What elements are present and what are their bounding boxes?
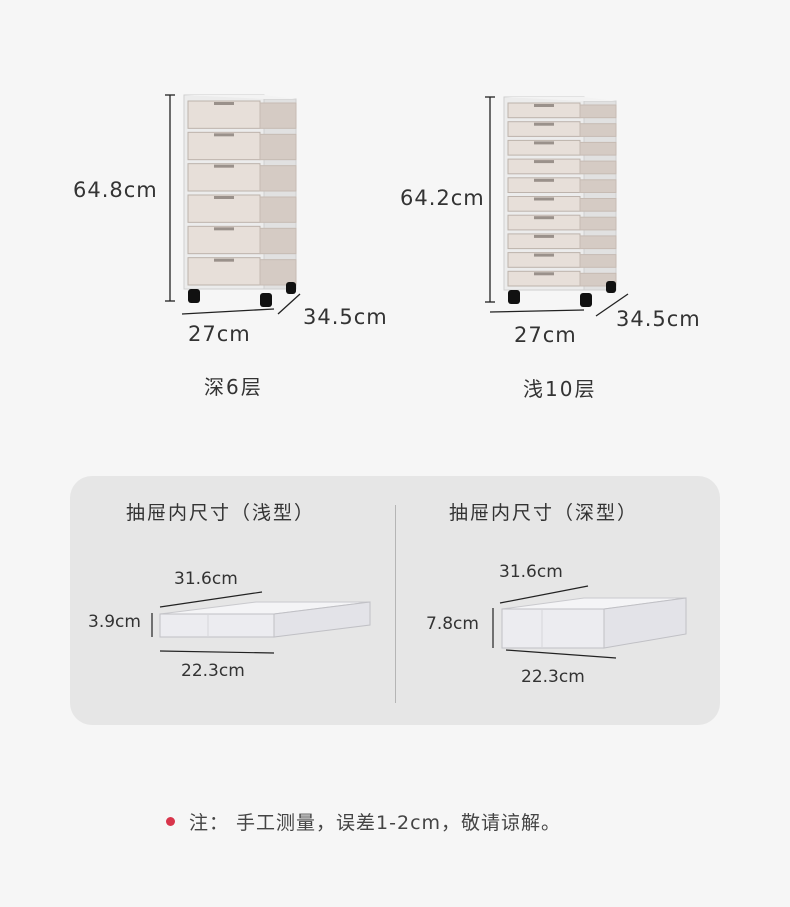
width-label: 22.3cm	[521, 667, 585, 687]
width-label: 27cm	[514, 323, 577, 347]
drawer-handle	[214, 133, 234, 137]
wheel-icon	[606, 281, 616, 293]
width-label: 22.3cm	[181, 661, 245, 681]
drawer	[187, 100, 261, 129]
drawer-handle	[214, 258, 234, 262]
cabinet-10-illustration	[485, 96, 629, 317]
height-label: 64.8cm	[73, 178, 158, 202]
product-caption: 深6层	[204, 375, 263, 399]
drawer-side	[259, 227, 297, 255]
wheel-icon	[260, 293, 272, 307]
drawer	[187, 163, 261, 192]
drawer-handle	[534, 122, 554, 126]
drawer-handle	[214, 102, 234, 105]
drawer-side	[579, 123, 617, 137]
length-label: 31.6cm	[499, 562, 563, 582]
drawer-side	[259, 133, 297, 161]
drawer-side	[579, 104, 617, 119]
shallow-drawer-title: 抽屉内尺寸（浅型）	[126, 502, 316, 524]
drawer-handle	[534, 234, 554, 238]
drawer-handle	[534, 178, 554, 182]
drawer-side	[579, 160, 617, 175]
drawer-handle	[214, 196, 234, 199]
drawer-side	[579, 141, 617, 156]
wheel-icon	[580, 293, 592, 307]
drawer-side	[579, 179, 617, 194]
height-label: 64.2cm	[400, 186, 485, 210]
drawer-handle	[534, 141, 554, 145]
drawer	[187, 257, 261, 286]
wheel-icon	[188, 289, 200, 303]
drawer-handle	[534, 253, 554, 257]
shallow-drawer-illustration	[151, 591, 371, 654]
deep-drawer-title: 抽屉内尺寸（深型）	[449, 502, 639, 524]
drawer-handle	[534, 197, 554, 201]
red-dot-icon	[166, 817, 175, 826]
wheel-icon	[286, 282, 296, 294]
wheel-icon	[508, 290, 520, 304]
panel-divider	[395, 505, 396, 703]
drawer	[187, 131, 261, 161]
drawer-handle	[534, 272, 554, 276]
depth-label: 34.5cm	[303, 305, 388, 329]
deep-drawer-illustration	[492, 585, 687, 659]
drawer-handle	[534, 216, 554, 220]
drawer-side	[579, 216, 617, 231]
drawer-side	[579, 254, 617, 268]
drawer-handle	[214, 227, 234, 231]
drawer-side	[259, 102, 297, 129]
drawer-side	[579, 198, 617, 212]
drawer-side	[579, 235, 617, 250]
product-caption: 浅10层	[523, 377, 597, 401]
height-label: 3.9cm	[88, 612, 141, 632]
drawer-side	[259, 196, 297, 223]
drawer-handle	[534, 104, 554, 107]
width-label: 27cm	[188, 322, 251, 346]
height-label: 7.8cm	[426, 614, 479, 634]
drawer-handle	[214, 164, 234, 168]
drawer-handle	[534, 160, 554, 164]
drawer-side	[259, 165, 297, 192]
drawer-side	[259, 259, 297, 286]
measurement-note: 注： 手工测量，误差1-2cm，敬请谅解。	[166, 808, 561, 835]
drawer	[187, 194, 261, 223]
drawer	[187, 225, 261, 255]
depth-label: 34.5cm	[616, 307, 701, 331]
length-label: 31.6cm	[174, 569, 238, 589]
cabinet-6-illustration	[165, 94, 301, 315]
note-text: 注： 手工测量，误差1-2cm，敬请谅解。	[189, 812, 562, 834]
